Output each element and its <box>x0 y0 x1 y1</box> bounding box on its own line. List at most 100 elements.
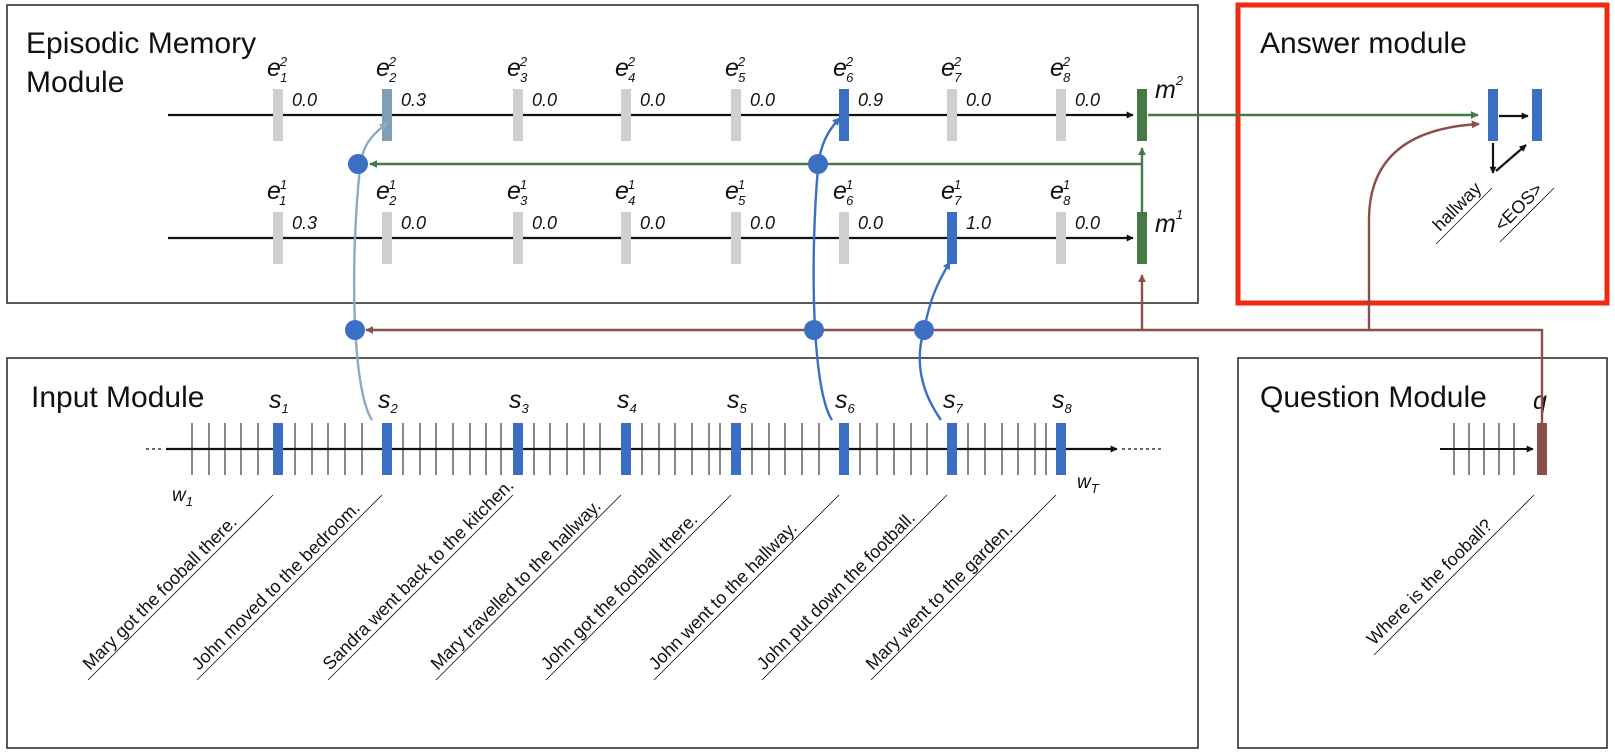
episode1-episode-sub: 5 <box>738 193 746 208</box>
answer-token-underline-1 <box>1435 187 1493 245</box>
episode1-gate-value: 1.0 <box>966 213 991 233</box>
answer-token-eos: <EOS> <box>1491 179 1547 235</box>
episode1-gate-value: 0.0 <box>532 213 557 233</box>
memory2-label: m2 <box>1155 73 1184 104</box>
input-module-title: Input Module <box>31 381 204 414</box>
episode1-gate-bars <box>273 212 1066 264</box>
sentence-label-letter: s <box>727 386 740 414</box>
episode2-gate-value: 0.0 <box>1075 90 1100 110</box>
episode2-episode-sub: 3 <box>520 70 528 85</box>
sentence2-to-episode-line <box>352 122 388 421</box>
memory2-bar <box>1137 89 1147 141</box>
input-sentence-text: Mary travelled to the hallway. <box>427 496 605 674</box>
memory1-label: m1 <box>1155 207 1183 238</box>
answer-vector-bar-2 <box>1532 89 1542 141</box>
answer-token-underline-2 <box>1499 187 1555 243</box>
answer-vector-bar-1 <box>1488 89 1498 141</box>
question-module-box <box>1237 357 1608 749</box>
episode1-episode-letter: e <box>507 177 521 205</box>
episode2-gate-value: 0.3 <box>401 90 426 110</box>
episode2-episode-letter: e <box>507 54 521 82</box>
episode1-episode-sup: 1 <box>520 177 527 192</box>
episode2-episode-sup: 2 <box>279 54 288 69</box>
episode2-gate-bar <box>947 89 957 141</box>
episode1-episode-sup: 1 <box>738 177 745 192</box>
question-module-title: Question Module <box>1260 381 1487 414</box>
attention-node <box>808 154 828 174</box>
episode2-gate-value: 0.9 <box>858 90 883 110</box>
sentence-label: s7 <box>943 386 964 416</box>
episode2-gate-bar <box>273 89 283 141</box>
sentence-label-sub: 8 <box>1065 401 1073 416</box>
episode2-gate-bar <box>731 89 741 141</box>
sentence-label: s6 <box>835 386 856 416</box>
episode1-gate-value: 0.0 <box>1075 213 1100 233</box>
sentence-vector-bar <box>382 423 392 475</box>
first-word-label: w1 <box>172 485 193 509</box>
episodic-memory-title-line2: Module <box>26 66 124 99</box>
sentence-vector-bar <box>947 423 957 475</box>
sentence-label: s8 <box>1052 386 1073 416</box>
sentence-label-sub: 6 <box>848 401 856 416</box>
episode2-gate-bar <box>1056 89 1066 141</box>
episode1-gate-bar <box>731 212 741 264</box>
sentence-underline <box>87 494 274 681</box>
episode1-gate-value: 0.0 <box>858 213 883 233</box>
episode1-gate-bar <box>513 212 523 264</box>
sentence-label-letter: s <box>378 386 391 414</box>
episode2-gate-bar <box>513 89 523 141</box>
episode1-gate-value: 0.0 <box>750 213 775 233</box>
episode1-gate-value: 0.3 <box>292 213 317 233</box>
sentence-label-letter: s <box>943 386 956 414</box>
episode2-gate-value: 0.0 <box>292 90 317 110</box>
episode1-episode-sub: 4 <box>628 193 635 208</box>
episode2-gate-value: 0.0 <box>532 90 557 110</box>
episode2-episode-sub: 4 <box>628 70 635 85</box>
sentence-label-letter: s <box>269 386 282 414</box>
sentence-label-letter: s <box>509 386 522 414</box>
answer-module-title: Answer module <box>1260 27 1467 60</box>
episode2-gate-bar <box>382 89 392 141</box>
sentence6-to-episode-line <box>812 117 841 421</box>
question-text-underline <box>1373 494 1535 656</box>
episode1-episode-sub: 3 <box>520 193 528 208</box>
answer-module-box <box>1235 2 1610 306</box>
episode2-episode-sup: 2 <box>737 54 746 69</box>
sentence-label: s2 <box>378 386 399 416</box>
episode1-episode-sup: 1 <box>1063 177 1070 192</box>
question-to-attention-line <box>365 326 1544 423</box>
episode2-episode-sup: 2 <box>845 54 854 69</box>
sentence-underline <box>435 494 622 681</box>
sentence-underline <box>870 494 1057 681</box>
sentence-vector-bar <box>513 423 523 475</box>
episode1-episode-sub: 2 <box>388 193 397 208</box>
sentence-label-sub: 3 <box>522 401 530 416</box>
episode2-episode-letter: e <box>725 54 739 82</box>
sentence-label-letter: s <box>617 386 630 414</box>
question-label: q <box>1533 387 1547 415</box>
episode1-episode-sup: 1 <box>846 177 853 192</box>
sentence-underline <box>327 494 514 681</box>
input-module-box <box>6 357 1199 749</box>
episode1-gate-bar <box>947 212 957 264</box>
episode2-episode-sub: 2 <box>388 70 397 85</box>
episode1-gate-value: 0.0 <box>401 213 426 233</box>
sentence-label: s1 <box>269 386 289 416</box>
question-word-ticks <box>1453 423 1515 475</box>
episode1-episode-sup: 1 <box>389 177 396 192</box>
episode2-episode-sub: 7 <box>954 70 962 85</box>
memory1-bar <box>1137 212 1147 264</box>
sentence-label: s3 <box>509 386 530 416</box>
answer-token-hallway: hallway <box>1429 178 1486 235</box>
